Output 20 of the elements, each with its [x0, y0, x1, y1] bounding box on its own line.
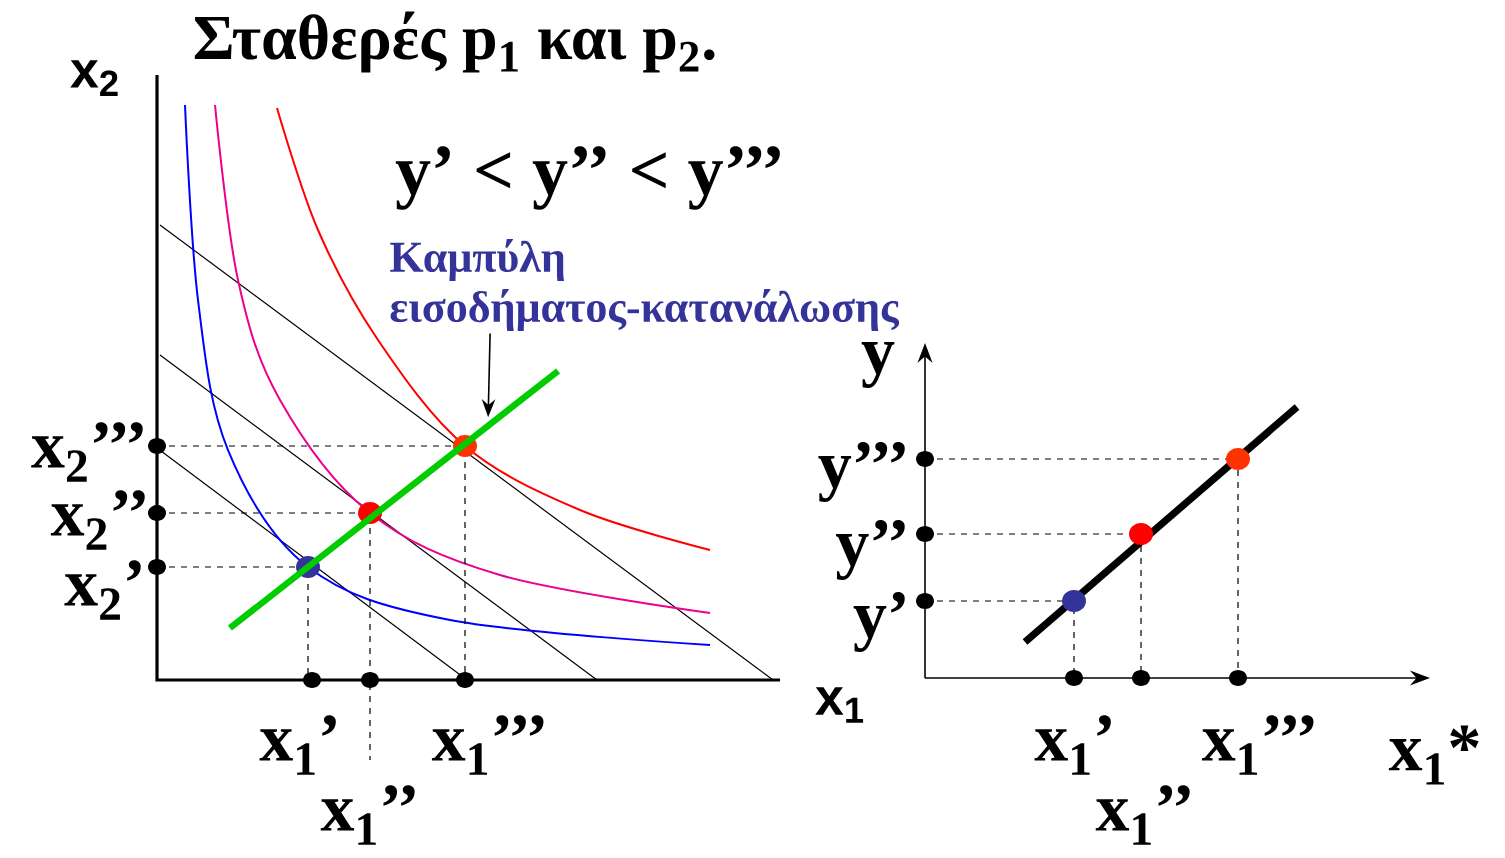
- tick-label: x$_{2}$’’: [50, 490, 145, 550]
- axis-label: y: [861, 342, 895, 388]
- income-consumption-line: [227, 368, 561, 631]
- title: Σταθερές p$_{1}$ και p$_{2}$.: [194, 11, 715, 73]
- axis-label: x$_{2}$: [70, 60, 118, 96]
- tick-label: x$_{1}$’: [1034, 715, 1111, 775]
- axis-label: x$_{1}$*: [1388, 725, 1479, 785]
- curve-label: Καμπύλη εισοδήματος-κατανάλωσης: [390, 238, 900, 332]
- tick-label: y’: [853, 592, 905, 652]
- tick-label: x$_{1}$’’’: [431, 715, 544, 775]
- axis-label: x$_{1}$: [815, 687, 864, 723]
- tick-label: x$_{2}$’: [64, 560, 141, 620]
- tick-label: x$_{2}$’’’: [31, 422, 143, 482]
- inequality-text: y’ < y’’ < y’’’: [395, 146, 780, 210]
- tick-label: y’’’: [818, 442, 905, 502]
- tick-label: x$_{1}$’’’: [1201, 715, 1314, 775]
- tick-label: x$_{1}$’’: [1095, 785, 1190, 845]
- tick-label: x$_{1}$’: [259, 715, 336, 775]
- tick-label: y’’: [836, 520, 905, 580]
- tick-label: x$_{1}$’’: [320, 785, 415, 845]
